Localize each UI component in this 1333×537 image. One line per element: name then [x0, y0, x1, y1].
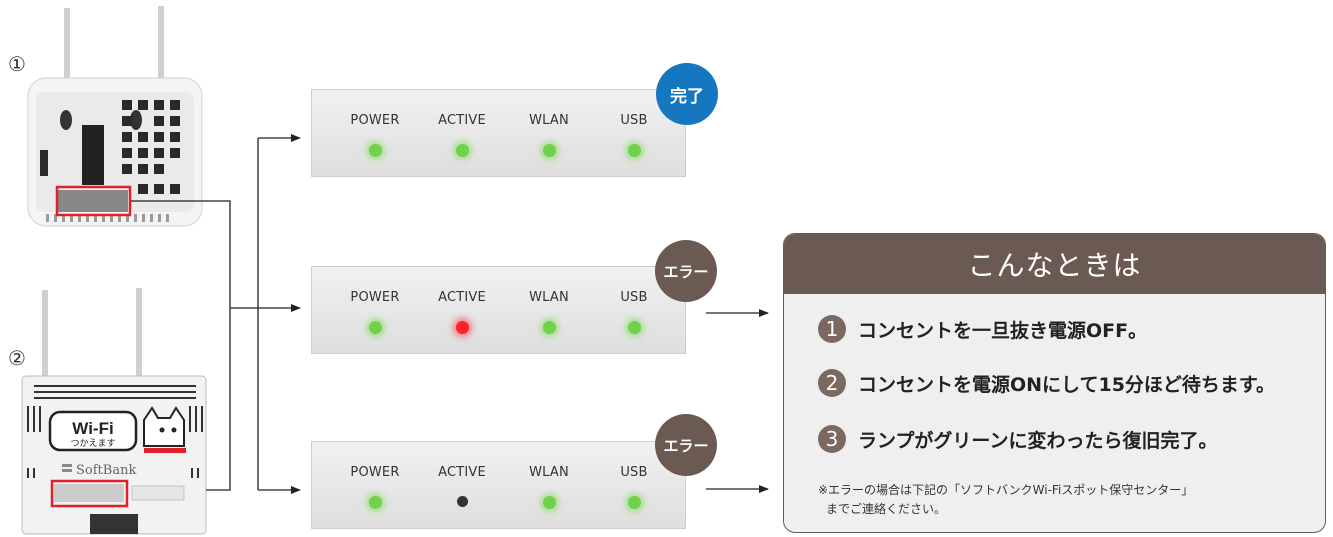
indicator-label: POWER [350, 290, 400, 305]
device-screen-text: Wi-Fi [72, 419, 113, 438]
indicator-label: POWER [350, 465, 400, 480]
device-brand: SoftBank [76, 463, 136, 478]
step-number: 1 [818, 315, 846, 343]
contact-note: ※エラーの場合は下記の「ソフトバンクWi-Fiスポット保守センター」 までご連絡… [818, 481, 1193, 518]
wlan-led [542, 496, 556, 509]
indicator-wlan: WLAN [506, 465, 592, 509]
indicator-wlan: WLAN [506, 290, 592, 334]
power-led [368, 144, 382, 157]
indicator-label: WLAN [529, 113, 569, 128]
error-badge: エラー [655, 240, 717, 302]
indicator-usb: USB [591, 290, 677, 334]
indicator-label: ACTIVE [438, 113, 486, 128]
usb-led [627, 321, 641, 334]
indicator-label: WLAN [529, 465, 569, 480]
device-screen-subtext: つかえます [70, 438, 115, 449]
router-2-image: Wi-Fi つかえます SoftBank [21, 288, 207, 535]
active-led [455, 144, 469, 157]
usb-led [627, 496, 641, 509]
note-line-1: ※エラーの場合は下記の「ソフトバンクWi-Fiスポット保守センター」 [818, 483, 1194, 497]
indicator-label: USB [620, 465, 648, 480]
error-badge: エラー [655, 414, 717, 476]
active-led-red [455, 321, 469, 334]
indicator-active: ACTIVE [419, 290, 505, 334]
step-1: 1 コンセントを一旦抜き電源OFF。 [818, 315, 1147, 343]
indicator-power: POWER [332, 113, 418, 157]
power-led [368, 321, 382, 334]
step-3: 3 ランプがグリーンに変わったら復旧完了。 [818, 425, 1217, 453]
step-text: コンセントを電源ONにして15分ほど待ちます。 [858, 373, 1276, 396]
indicator-label: USB [620, 290, 648, 305]
complete-badge: 完了 [656, 63, 718, 125]
indicator-usb: USB [591, 465, 677, 509]
step-text: ランプがグリーンに変わったら復旧完了。 [858, 429, 1218, 452]
indicator-label: ACTIVE [438, 290, 486, 305]
step-text: コンセントを一旦抜き電源OFF。 [858, 319, 1148, 342]
indicator-usb: USB [591, 113, 677, 157]
indicator-label: POWER [350, 113, 400, 128]
wlan-led [542, 144, 556, 157]
power-led [368, 496, 382, 509]
indicator-wlan: WLAN [506, 113, 592, 157]
step-number: 3 [818, 425, 846, 453]
status-panel-error-off: POWER ACTIVE WLAN USB [311, 441, 686, 529]
indicator-active: ACTIVE [419, 113, 505, 157]
step-number: 2 [818, 369, 846, 397]
router-1-image [27, 6, 203, 227]
device-2-number: ② [8, 346, 26, 370]
indicator-active: ACTIVE [419, 465, 505, 507]
indicator-power: POWER [332, 290, 418, 334]
note-line-2: までご連絡ください。 [826, 501, 947, 516]
status-panel-error-active: POWER ACTIVE WLAN USB [311, 266, 686, 354]
indicator-label: WLAN [529, 290, 569, 305]
status-panel-complete: POWER ACTIVE WLAN USB [311, 89, 686, 177]
wlan-led [542, 321, 556, 334]
step-2: 2 コンセントを電源ONにして15分ほど待ちます。 [818, 369, 1275, 397]
troubleshooting-title: こんなときは [784, 234, 1325, 294]
indicator-label: USB [620, 113, 648, 128]
active-led-off [456, 496, 468, 507]
device-1-number: ① [8, 52, 26, 76]
troubleshooting-box: こんなときは 1 コンセントを一旦抜き電源OFF。 2 コンセントを電源ONにし… [783, 233, 1326, 533]
usb-led [627, 144, 641, 157]
indicator-label: ACTIVE [438, 465, 486, 480]
indicator-power: POWER [332, 465, 418, 509]
